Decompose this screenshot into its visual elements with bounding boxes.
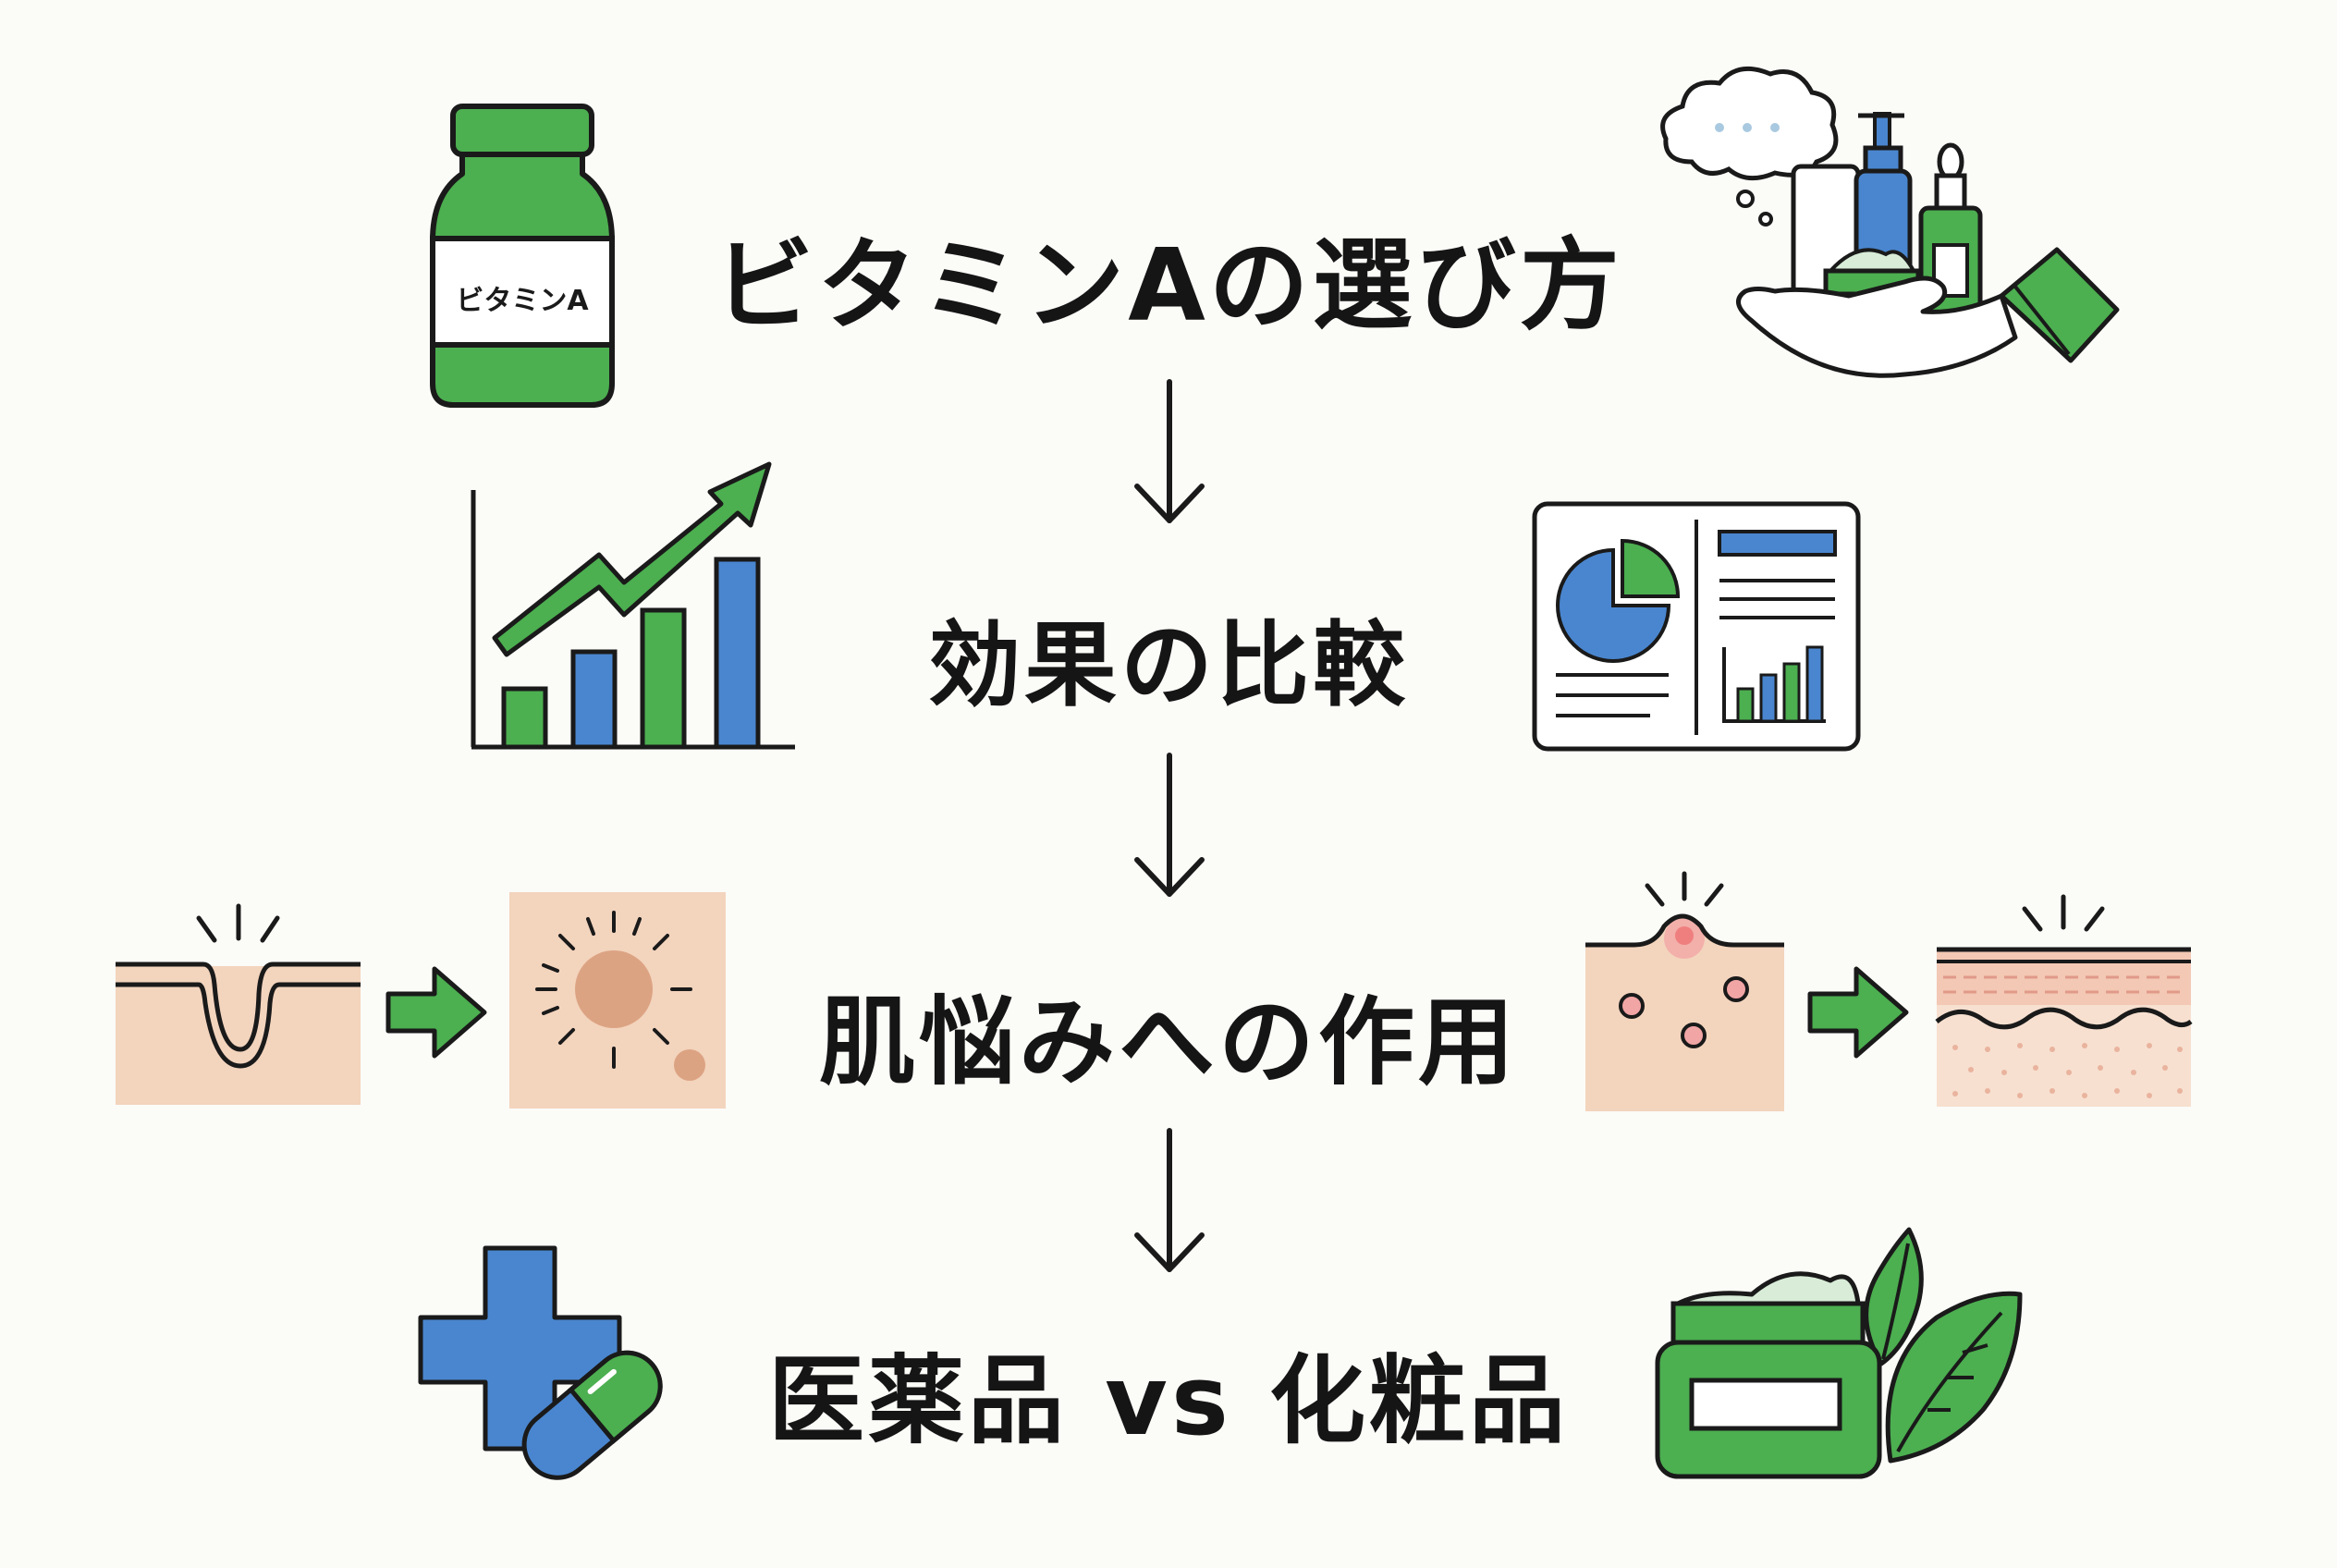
right-arrow-icon — [1807, 966, 1909, 1059]
vitamin-bottle-icon: ビタミンA — [425, 102, 619, 411]
step-title-3: 肌悩みへの作用 — [818, 986, 1518, 1098]
step-title-1: ビタミンAの選び方 — [714, 228, 1623, 344]
down-arrow-icon — [1134, 753, 1205, 897]
medicine-cross-capsule-icon — [418, 1245, 663, 1480]
down-arrow-icon — [1134, 1128, 1205, 1272]
hand-cosmetics-icon — [1660, 66, 2120, 378]
cosmetic-cream-leaf-icon — [1655, 1227, 2023, 1479]
smooth-skin-icon — [1935, 894, 2193, 1107]
report-dashboard-icon — [1532, 501, 1861, 752]
step-title-2: 効果の比較 — [928, 611, 1409, 719]
wrinkle-skin-icon — [116, 903, 361, 1105]
bottle-label-text: ビタミンA — [456, 285, 589, 317]
sun-spot-skin-icon — [509, 892, 726, 1109]
right-arrow-icon — [385, 966, 487, 1059]
down-arrow-icon — [1134, 379, 1205, 523]
step-title-4: 医薬品 vs 化粧品 — [767, 1344, 1570, 1457]
growth-chart-icon — [471, 461, 795, 750]
acne-skin-icon — [1585, 871, 1784, 1111]
